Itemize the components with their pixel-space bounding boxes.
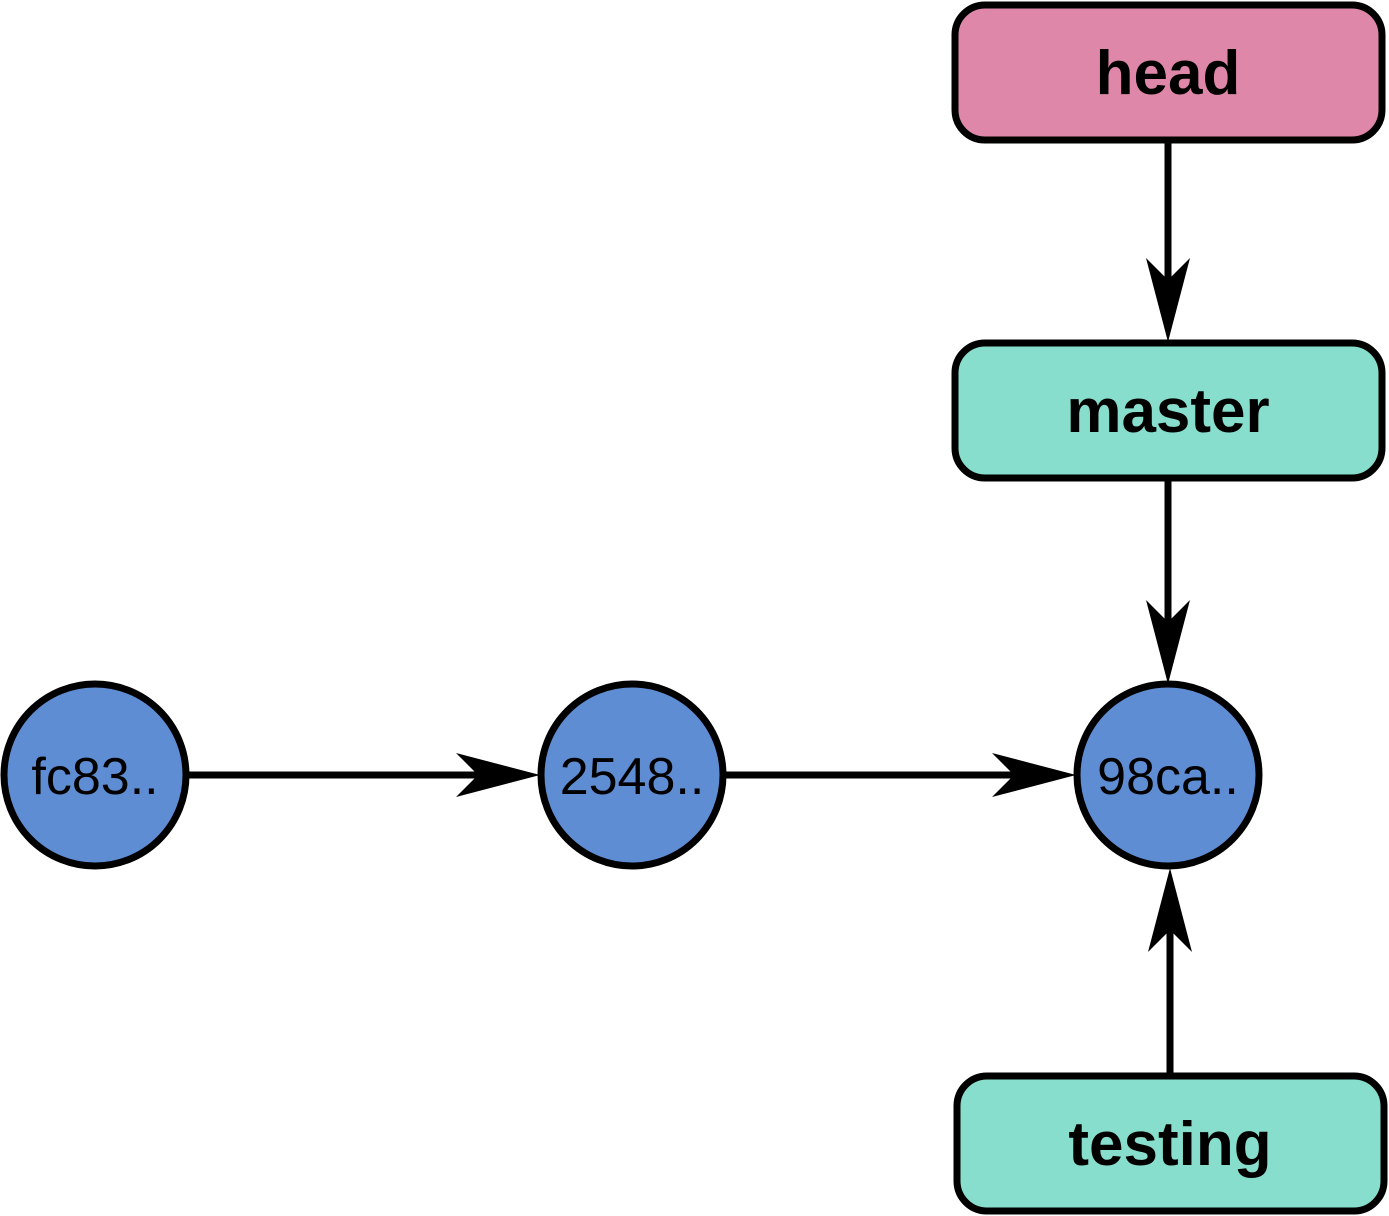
testing-label: testing bbox=[1068, 1110, 1271, 1179]
commit-2548-label: 2548.. bbox=[560, 748, 705, 806]
head-label: head bbox=[1096, 39, 1241, 108]
commit-2548-circle bbox=[537, 680, 727, 870]
edges bbox=[186, 140, 1192, 1076]
arrowhead-head-to-master bbox=[1146, 258, 1190, 342]
testing-box bbox=[953, 1072, 1388, 1215]
master-branch: master bbox=[951, 339, 1386, 482]
commit-2548: 2548.. bbox=[537, 680, 727, 870]
arrowhead-2548-to-98ca bbox=[992, 753, 1076, 797]
testing-branch: testing bbox=[953, 1072, 1388, 1215]
head-box bbox=[951, 1, 1386, 144]
commit-fc83: fc83.. bbox=[0, 680, 190, 870]
master-box bbox=[951, 339, 1386, 482]
commit-98ca-label: 98ca.. bbox=[1097, 748, 1239, 806]
commit-fc83-circle bbox=[0, 680, 190, 870]
commit-fc83-label: fc83.. bbox=[31, 748, 158, 806]
arrowhead-testing-to-98ca bbox=[1148, 868, 1192, 952]
commit-98ca-circle bbox=[1073, 680, 1263, 870]
commit-98ca: 98ca.. bbox=[1073, 680, 1263, 870]
arrowhead-master-to-98ca bbox=[1146, 600, 1190, 684]
arrowhead-fc83-to-2548 bbox=[456, 753, 540, 797]
head-ref: head bbox=[951, 1, 1386, 144]
master-label: master bbox=[1066, 377, 1269, 446]
